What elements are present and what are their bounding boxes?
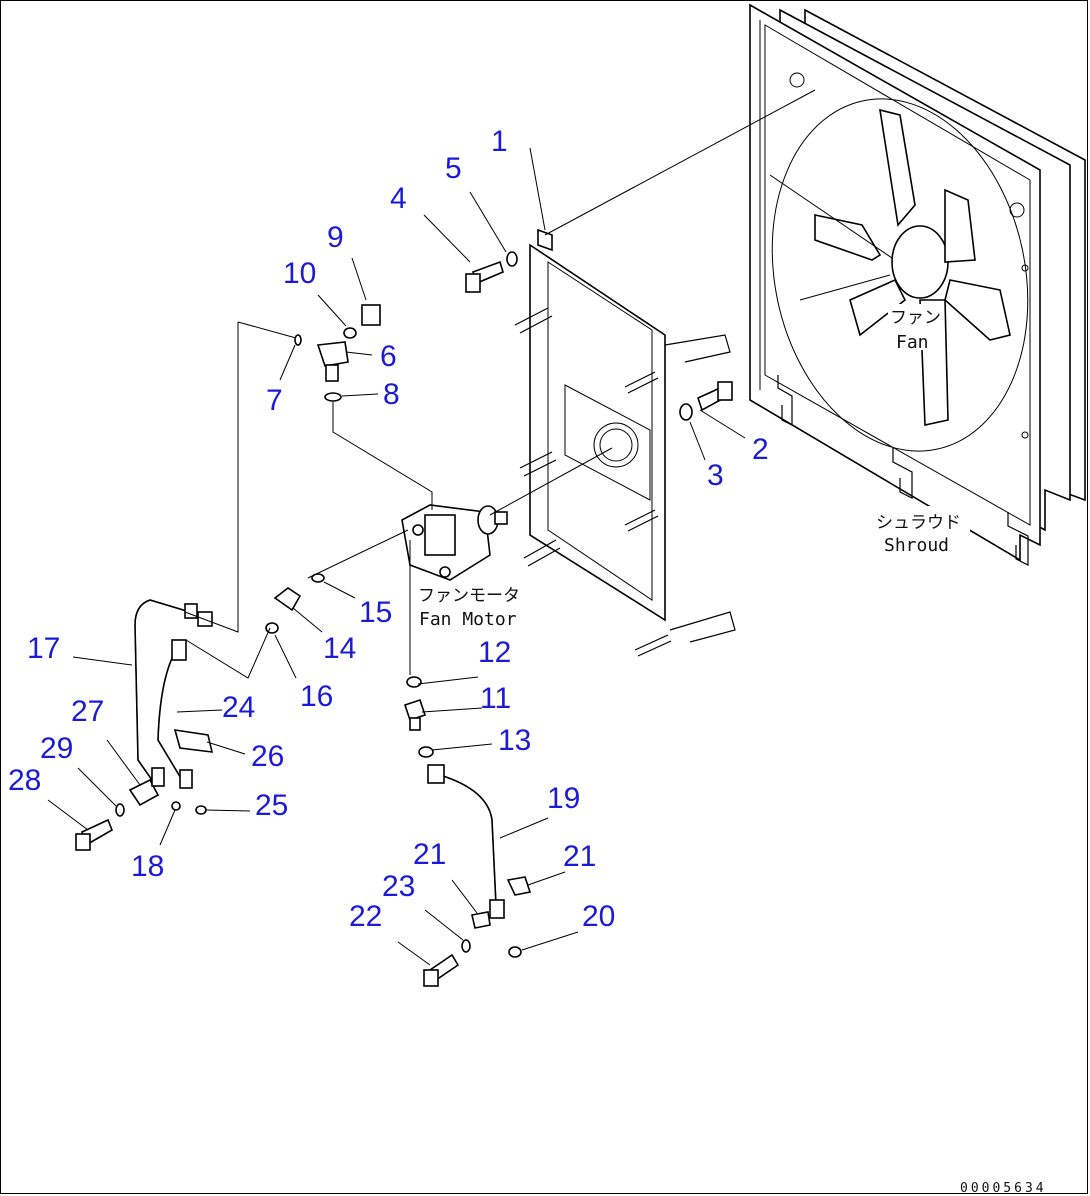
callout-16: 16 [300,680,333,713]
drawing-code: 00005634 [960,1181,1047,1196]
callout-9: 9 [327,221,344,254]
callout-5: 5 [445,152,462,185]
callout-11: 11 [480,682,511,715]
callout-2: 2 [752,433,769,466]
fan-motor [401,504,508,581]
callout-1: 1 [491,125,508,158]
leader-lines [47,89,816,966]
fan-motor-label-jp: ファンモータ [418,586,520,606]
callout-14: 14 [323,632,356,665]
callout-12: 12 [478,636,511,669]
fan-motor-label-en: Fan Motor [419,609,517,630]
callout-24: 24 [222,691,255,724]
fan [769,98,1029,452]
callout-28: 28 [8,764,41,797]
callout-21-left: 21 [413,838,446,871]
callout-22: 22 [349,900,382,933]
fan-label-en: Fan [896,332,929,353]
component-annotations: ファン Fan シュラウド Shroud ファンモータ Fan Motor [414,304,970,630]
shroud-label-en: Shroud [884,535,949,556]
callout-3: 3 [707,459,724,492]
callout-26: 26 [251,740,284,773]
callout-17: 17 [27,632,60,665]
callout-7: 7 [266,384,283,417]
callout-20: 20 [582,900,615,933]
motor-mount-frame [514,243,736,657]
callout-19: 19 [547,782,580,815]
callout-4: 4 [390,182,407,215]
hoses-and-fittings [75,228,733,987]
callout-29: 29 [40,732,73,765]
callout-23: 23 [382,870,415,903]
callout-8: 8 [383,378,400,411]
callout-6: 6 [380,340,397,373]
callout-13: 13 [498,724,531,757]
shroud-label-jp: シュラウド [876,513,961,533]
callout-10: 10 [283,257,316,290]
callout-labels: 1 2 3 4 5 6 7 8 9 10 11 12 13 14 15 16 1… [8,125,769,933]
callout-15: 15 [359,596,392,629]
callout-18: 18 [131,850,164,883]
fan-label-jp: ファン [890,308,941,328]
callout-25: 25 [255,789,288,822]
callout-21-right: 21 [563,840,596,873]
callout-27: 27 [71,695,104,728]
